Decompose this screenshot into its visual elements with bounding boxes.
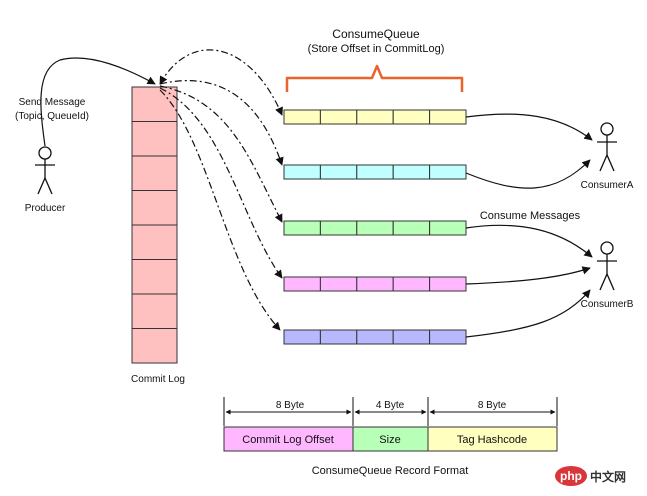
- consume-queue-cell: [429, 329, 467, 345]
- consume-queue-cell: [429, 109, 467, 125]
- consume-queue-cell: [356, 329, 394, 345]
- consume-queues: [283, 109, 467, 345]
- consume-queue-cell: [429, 164, 467, 180]
- commit-log-cell: [131, 190, 178, 226]
- record-field-name-1: Commit Log Offset: [242, 434, 334, 446]
- consume-queue-cell: [283, 220, 321, 236]
- consume-queue-1: [283, 109, 467, 125]
- producer-actor-icon: [35, 146, 55, 195]
- consume-queue-cell: [319, 276, 358, 292]
- consume-queue-cell: [283, 329, 321, 345]
- consume-queue-4: [283, 276, 467, 292]
- producer-to-commitlog-arrow: [40, 57, 156, 147]
- record-field-tag-hashcode: [427, 426, 558, 452]
- dispatch-arrow-2: [159, 80, 284, 166]
- consume-queue-2: [283, 164, 467, 180]
- record-field-size-1: 8 Byte: [276, 400, 305, 411]
- consumer-a-actor-icon: [597, 122, 617, 172]
- consume-queue-3: [283, 220, 467, 236]
- dispatch-arrows: [159, 49, 284, 331]
- dispatch-arrow-4: [159, 87, 283, 279]
- queue2-to-consumera-arrow: [465, 159, 591, 189]
- commit-log-cell: [131, 293, 178, 329]
- consume-queue-cell: [319, 220, 358, 236]
- consume-queue-brace: [285, 64, 464, 92]
- commit-log-cell: [131, 86, 178, 122]
- commit-log-cell: [131, 224, 178, 260]
- consume-queue-cell: [429, 220, 467, 236]
- queue3-to-consumerb-arrow: [465, 224, 593, 258]
- consume-queue-cell: [429, 276, 467, 292]
- consume-queue-cell: [319, 329, 358, 345]
- queue5-to-consumerb-arrow: [465, 289, 591, 338]
- consume-queue-cell: [392, 109, 431, 125]
- record-field-name-2: Size: [379, 434, 400, 446]
- dispatch-arrow-5: [159, 89, 281, 331]
- commit-log-cell: [131, 121, 178, 157]
- consumer-b-label: ConsumerB: [581, 299, 634, 310]
- commit-log: [131, 86, 178, 364]
- consume-arrows: [465, 113, 593, 338]
- consume-queue-cell: [319, 164, 358, 180]
- consume-queue-title: ConsumeQueue: [332, 27, 420, 41]
- consume-queue-cell: [392, 329, 431, 345]
- commit-log-cell: [131, 328, 178, 364]
- queue1-to-consumera-arrow: [465, 113, 593, 141]
- watermark-text: 中文网: [590, 469, 626, 484]
- send-message-label: Send Message: [19, 97, 86, 108]
- producer-label: Producer: [25, 203, 66, 214]
- consume-queue-cell: [356, 164, 394, 180]
- consume-queue-subtitle: (Store Offset in CommitLog): [308, 43, 445, 55]
- consume-queue-cell: [283, 276, 321, 292]
- dispatch-arrow-3: [159, 85, 283, 223]
- consume-queue-cell: [319, 109, 358, 125]
- consumer-b-actor-icon: [597, 241, 617, 291]
- consume-queue-cell: [283, 109, 321, 125]
- record-field-name-3: Tag Hashcode: [457, 434, 527, 446]
- php-logo-icon: [555, 466, 587, 486]
- commit-log-label: Commit Log: [131, 374, 185, 385]
- consume-queue-cell: [356, 109, 394, 125]
- consume-messages-label: Consume Messages: [480, 210, 581, 222]
- watermark-logo-text: php: [560, 469, 582, 483]
- record-format: 8 Byte 4 Byte 8 Byte Commit Log Offset S…: [223, 397, 558, 477]
- consumer-a-label: ConsumerA: [581, 180, 634, 191]
- consume-queue-cell: [392, 220, 431, 236]
- php-cn-watermark: php 中文网: [555, 466, 626, 486]
- consume-queue-cell: [392, 276, 431, 292]
- queue4-to-consumerb-arrow: [465, 266, 591, 285]
- commit-log-cell: [131, 259, 178, 295]
- dispatch-arrow-1: [159, 49, 283, 116]
- record-field-size-2: 4 Byte: [376, 400, 405, 411]
- record-field-size-3: 8 Byte: [478, 400, 507, 411]
- record-format-title: ConsumeQueue Record Format: [312, 465, 469, 477]
- consume-queue-cell: [392, 164, 431, 180]
- consume-queue-cell: [356, 276, 394, 292]
- consume-queue-5: [283, 329, 467, 345]
- commit-log-cell: [131, 155, 178, 191]
- consume-queue-cell: [283, 164, 321, 180]
- consume-queue-cell: [356, 220, 394, 236]
- topic-queueid-label: (Topic, QueueId): [15, 111, 89, 122]
